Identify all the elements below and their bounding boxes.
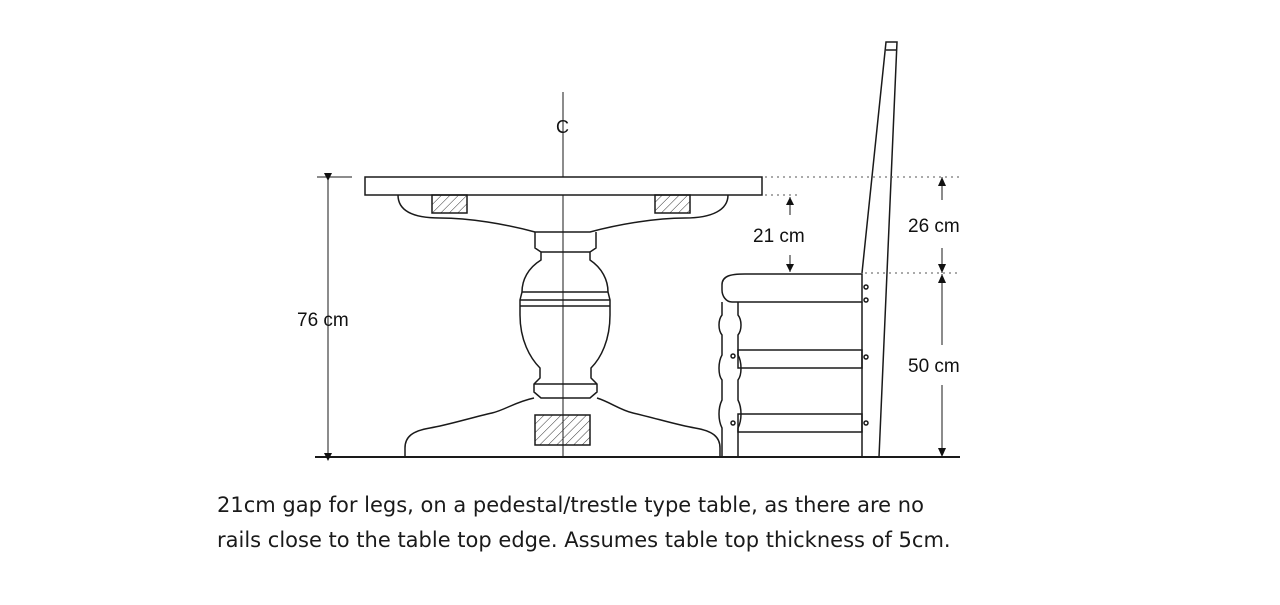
top-to-seat-label: 26 cm: [908, 216, 960, 237]
apron-cleat-left: [431, 194, 468, 214]
dimension-table-height: 76 cm: [297, 173, 352, 461]
centerline: C: [556, 92, 569, 457]
chair-seat: [721, 273, 863, 303]
pedestal-table: [364, 176, 763, 458]
dimension-leg-gap: 21 cm: [753, 197, 805, 272]
chair-front-leg: [718, 302, 742, 458]
caption-line-2: rails close to the table top edge. Assum…: [217, 528, 951, 552]
chair-rail-lower: [737, 413, 863, 433]
chair: [718, 41, 898, 458]
caption-line-1: 21cm gap for legs, on a pedestal/trestle…: [217, 493, 924, 517]
pedestal-base: [404, 397, 721, 458]
table-top: [364, 176, 763, 196]
caption: 21cm gap for legs, on a pedestal/trestle…: [217, 488, 1117, 558]
chair-rail-upper: [737, 349, 863, 369]
seat-height-label: 50 cm: [908, 356, 960, 377]
chair-back: [861, 41, 898, 458]
dimension-top-to-seat: 26 cm: [908, 177, 960, 273]
reference-lines: [765, 176, 960, 274]
base-block: [534, 414, 591, 446]
table-apron: [397, 194, 729, 233]
leg-gap-label: 21 cm: [753, 226, 805, 247]
table-height-label: 76 cm: [297, 310, 349, 331]
pedestal-column: [519, 232, 611, 399]
centerline-symbol: C: [556, 117, 569, 137]
apron-cleat-right: [654, 194, 691, 214]
dimension-seat-height: 50 cm: [908, 274, 960, 457]
